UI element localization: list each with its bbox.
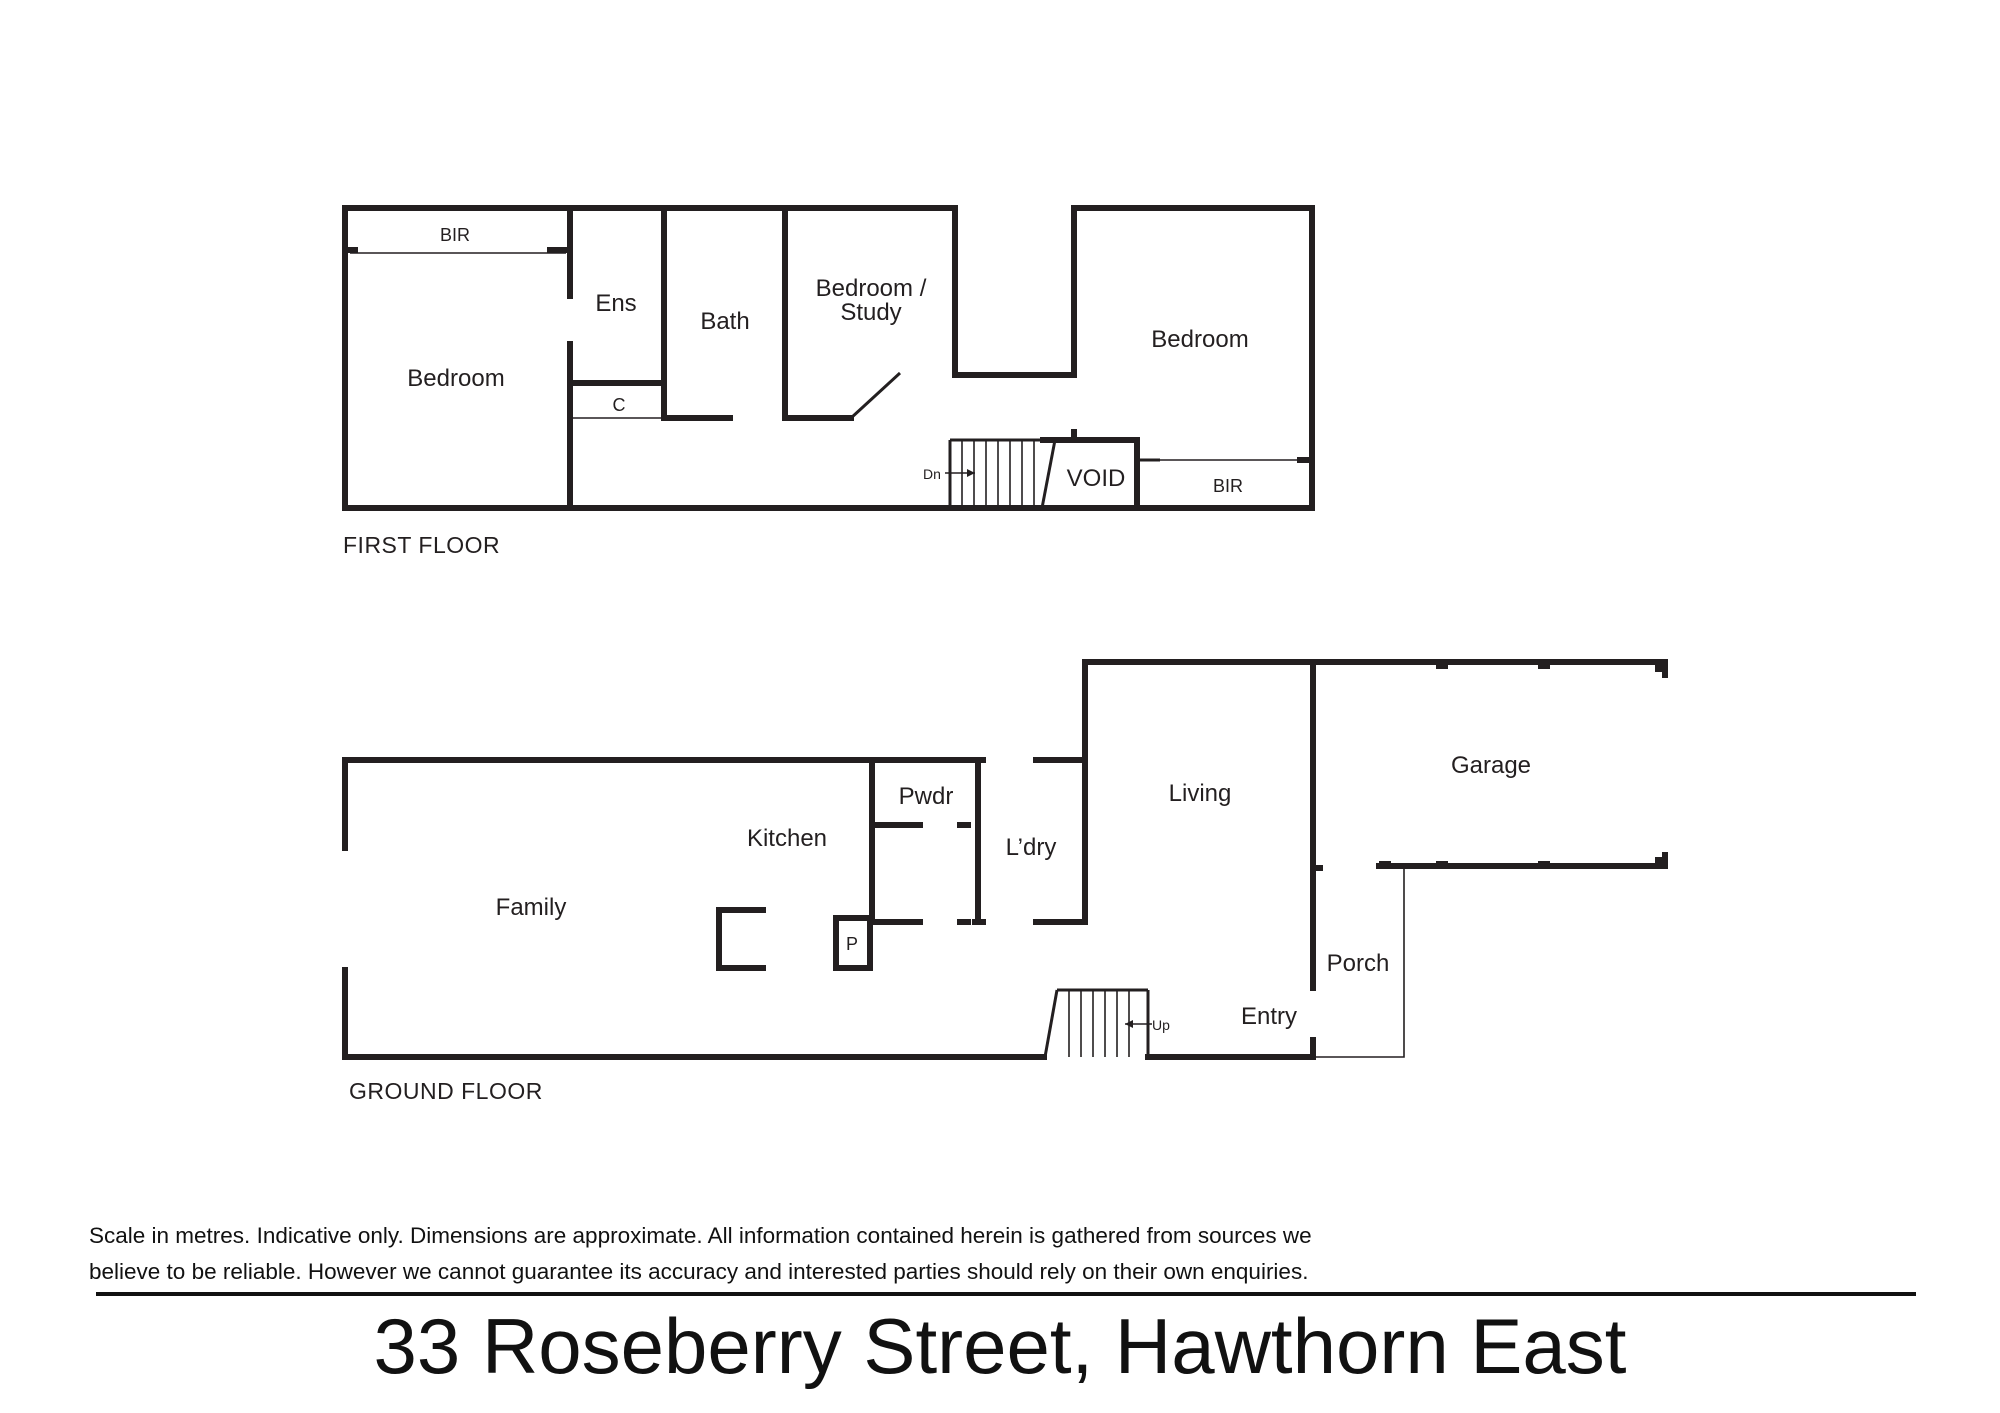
porch-outline [1316, 868, 1405, 1058]
room-label-void: VOID [1067, 465, 1126, 492]
garage-post [1436, 861, 1448, 869]
garage-post [1379, 861, 1391, 869]
ground-floor-plan: Family Kitchen Pwdr P L’dry Living Garag… [342, 659, 1668, 1104]
first-floor-stairs [945, 438, 1057, 509]
first-floor-outer-wall [342, 205, 1315, 511]
garage-post [1538, 861, 1550, 869]
room-label-cupboard: C [613, 395, 626, 415]
room-label-porch: Porch [1327, 950, 1390, 977]
garage-post [1655, 662, 1667, 672]
first-floor-plan: BIR Ens Bath Bedroom / Study Bedroom C B… [342, 205, 1315, 558]
room-label-family: Family [496, 894, 567, 921]
ground-floor-stairs [1043, 988, 1152, 1058]
study-door-swing [849, 371, 902, 420]
room-label-bedroom-study-line1: Bedroom / [816, 275, 927, 302]
room-label-pantry: P [846, 934, 858, 954]
room-label-laundry: L’dry [1006, 834, 1057, 861]
stair-label-dn: Dn [923, 466, 941, 482]
living-wall [1082, 659, 1316, 991]
disclaimer-line-1: Scale in metres. Indicative only. Dimens… [89, 1223, 1312, 1248]
room-label-bir-left: BIR [440, 225, 470, 245]
garage-wall [1310, 659, 1668, 678]
room-label-bedroom-left: Bedroom [407, 365, 504, 392]
stair-label-up: Up [1152, 1017, 1170, 1033]
disclaimer-line-2: believe to be reliable. However we canno… [89, 1259, 1309, 1284]
garage-post [1436, 662, 1448, 669]
room-label-ens: Ens [595, 290, 636, 317]
room-label-bedroom-study-line2: Study [840, 299, 901, 326]
kitchen-island [716, 907, 766, 971]
room-label-bath: Bath [700, 308, 749, 335]
room-label-garage: Garage [1451, 752, 1531, 779]
room-label-bedroom-right: Bedroom [1151, 326, 1248, 353]
property-address: 33 Roseberry Street, Hawthorn East [373, 1302, 1627, 1390]
ground-floor-left-wall [342, 757, 986, 851]
divider-rule [96, 1292, 1916, 1296]
garage-post [1655, 857, 1667, 869]
room-label-living: Living [1169, 780, 1232, 807]
pantry-box [833, 915, 873, 971]
disclaimer: Scale in metres. Indicative only. Dimens… [89, 1218, 1509, 1290]
room-label-bir-right: BIR [1213, 476, 1243, 496]
ground-floor-title: GROUND FLOOR [349, 1078, 543, 1104]
room-label-entry: Entry [1241, 1003, 1297, 1030]
garage-post [1538, 662, 1550, 669]
room-label-pwdr: Pwdr [899, 783, 954, 810]
first-floor-title: FIRST FLOOR [343, 532, 500, 558]
room-label-kitchen: Kitchen [747, 825, 827, 852]
ground-floor-left-wall-lower [342, 967, 1047, 1060]
